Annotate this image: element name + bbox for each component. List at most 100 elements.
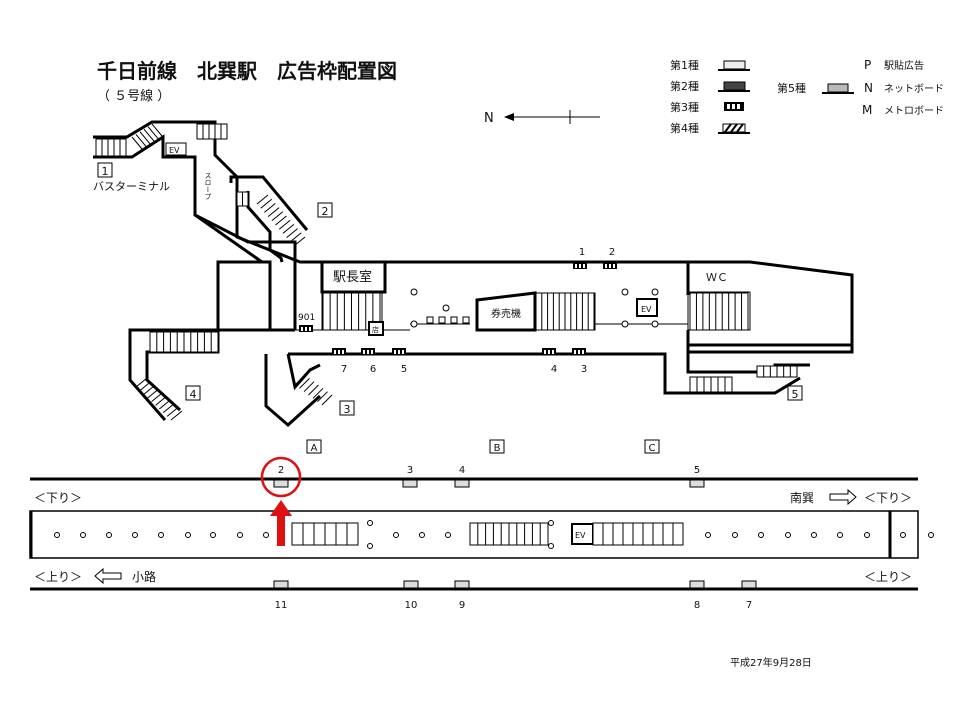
exit-number: 4 — [190, 388, 197, 401]
legend-code-m: M メトロボード — [862, 103, 944, 117]
elevator-icon — [636, 298, 658, 317]
legend-code: P — [864, 58, 871, 72]
legend-code: N — [864, 81, 873, 95]
north-station-label: 小路 — [132, 569, 156, 584]
staircase-icon — [689, 376, 733, 393]
arrow-right-icon — [829, 488, 857, 506]
north-label: N — [484, 111, 494, 126]
exit-group-label: B — [494, 443, 501, 454]
line-subtitle: （ ５号線 ） — [97, 88, 170, 104]
type5-ad-marker-icon[interactable] — [741, 580, 757, 589]
staircase-icon — [149, 331, 219, 353]
legend-code-n: N ネットボード — [864, 81, 944, 95]
pillar-icon — [705, 532, 711, 538]
shop-label: 店 — [372, 325, 379, 334]
type5-ad-marker-icon[interactable] — [689, 479, 705, 488]
pillar-icon — [410, 288, 418, 296]
type3-ad-marker-icon[interactable] — [299, 325, 313, 332]
pillar-icon — [158, 532, 164, 538]
highlight-arrow-icon — [270, 500, 292, 546]
exit-1[interactable]: 1 — [97, 162, 113, 178]
ev-label: EV — [641, 305, 652, 314]
concourse-pillars — [410, 288, 659, 328]
exit-group-labels: A B C — [306, 439, 660, 454]
pillar-icon — [621, 320, 629, 328]
bus-terminal-label: バスターミナル — [93, 180, 170, 193]
pillar-icon — [410, 320, 418, 328]
staircase-icon — [131, 123, 163, 150]
legend-code-label: ネットボード — [884, 83, 944, 95]
type5-ad-marker-icon[interactable] — [454, 580, 470, 589]
pillar-icon — [54, 532, 60, 538]
type3-ad-marker-icon[interactable] — [332, 348, 346, 355]
exit-group: A — [306, 439, 322, 454]
type5-ad-marker-icon[interactable] — [403, 580, 419, 589]
legend-code-label: 駅貼広告 — [884, 59, 924, 72]
down-direction-right: ＜下り＞ — [864, 491, 912, 505]
legend-code-label: メトロボード — [884, 105, 944, 117]
type5-ad-marker-icon[interactable] — [689, 580, 705, 589]
staircase-icon — [236, 191, 249, 207]
pillar-icon — [785, 532, 791, 538]
legend-label: 第3種 — [670, 100, 699, 114]
exit-group-label: A — [311, 443, 318, 454]
north-arrow-icon: N — [484, 110, 600, 126]
pillar-icon — [132, 532, 138, 538]
highlighted-ad-marker[interactable] — [260, 456, 302, 546]
type3-ad-marker-icon[interactable] — [542, 348, 556, 355]
pillar-icon — [237, 532, 243, 538]
type5-ad-marker-icon[interactable] — [273, 580, 289, 589]
legend-type-5: 第5種 — [777, 81, 854, 95]
wc-label: ＷＣ — [706, 271, 728, 284]
platform-stairs-a — [291, 522, 359, 546]
staircase-icon — [689, 292, 749, 331]
ad-label: 5 — [694, 465, 700, 476]
legend-code-p: P 駅貼広告 — [864, 58, 924, 72]
type3-marker-icon — [724, 102, 744, 111]
ticket-machines-label: 券売機 — [491, 307, 521, 320]
ad-label: 2 — [278, 465, 284, 476]
type5-ad-marker-icon[interactable] — [402, 479, 418, 488]
type3-ad-marker-icon[interactable] — [603, 262, 617, 269]
platform-stairs — [291, 522, 684, 546]
pillar-icon — [80, 532, 86, 538]
platform-ev-label: EV — [575, 531, 586, 540]
exit-5[interactable]: 5 — [787, 385, 803, 401]
ticket-gate-icon — [438, 316, 446, 324]
pillar-icon — [106, 532, 112, 538]
exit-group: B — [489, 439, 505, 454]
ad-label: 2 — [609, 247, 615, 258]
pillar-icon — [651, 288, 659, 296]
type5-marker-icon — [827, 83, 849, 93]
pillar-icon — [900, 532, 906, 538]
exit-3[interactable]: 3 — [339, 400, 355, 416]
pillar-icon — [393, 532, 399, 538]
pillar-icon — [837, 532, 843, 538]
type3-ad-marker-icon[interactable] — [361, 348, 375, 355]
type3-ad-marker-icon[interactable] — [573, 262, 587, 269]
exit-2[interactable]: 2 — [317, 202, 333, 218]
exit-group: C — [644, 439, 660, 454]
staircase-icon — [196, 123, 228, 140]
type5-ad-marker-icon[interactable] — [273, 479, 289, 488]
staircase-icon — [294, 374, 333, 406]
ad-label: 7 — [746, 600, 752, 611]
legend-label: 第2種 — [670, 79, 699, 93]
type3-ad-marker-icon[interactable] — [572, 348, 586, 355]
type4-marker-icon — [718, 123, 750, 134]
revision-date: 平成27年9月28日 — [730, 656, 812, 669]
ticket-gate-icon — [450, 316, 458, 324]
legend-type-4: 第4種 — [670, 121, 750, 135]
legend-label: 第5種 — [777, 81, 806, 95]
ad-label: 6 — [370, 364, 376, 375]
exit-4[interactable]: 4 — [185, 385, 201, 401]
ad-label: 7 — [341, 364, 347, 375]
staircase-icon — [535, 292, 595, 331]
pillar-icon — [367, 543, 373, 549]
type3-ad-marker-icon[interactable] — [392, 348, 406, 355]
type5-ad-marker-icon[interactable] — [454, 479, 470, 488]
ad-label: 4 — [551, 364, 557, 375]
pillar-icon — [864, 532, 870, 538]
